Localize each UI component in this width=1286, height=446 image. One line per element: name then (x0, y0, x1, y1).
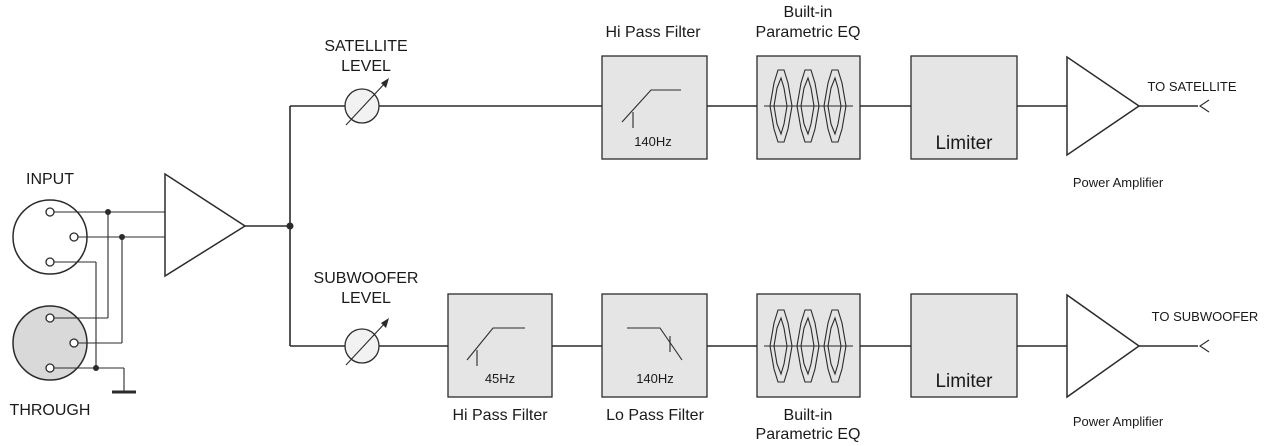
subwoofer-hpf-freq: 45Hz (485, 371, 515, 386)
satellite-level-knob-icon[interactable] (344, 78, 389, 126)
satellite-output-jack-icon (1199, 99, 1210, 113)
subwoofer-level-label-line1: SUBWOOFER (314, 270, 419, 287)
subwoofer-amp-label: Power Amplifier (1073, 414, 1164, 429)
hi-pass-curve-icon (466, 327, 525, 361)
satellite-amp-label: Power Amplifier (1073, 175, 1164, 190)
subwoofer-eq-block (756, 293, 861, 398)
satellite-level-label-line1: SATELLITE (324, 38, 407, 55)
parametric-eq-icon (764, 69, 853, 143)
subwoofer-output-jack-icon (1199, 339, 1210, 353)
satellite-eq-title-line2: Parametric EQ (756, 24, 861, 41)
subwoofer-lpf-block: 140Hz (601, 293, 708, 398)
subwoofer-limiter-block: Limiter (910, 293, 1018, 398)
through-label: THROUGH (10, 402, 91, 419)
satellite-hpf-block: 140Hz (601, 55, 708, 160)
subwoofer-eq-title-line2: Parametric EQ (756, 426, 861, 443)
satellite-limiter-label: Limiter (935, 133, 993, 154)
lo-pass-curve-icon (627, 327, 683, 361)
input-wiring (54, 209, 165, 394)
xlr-through-connector-icon (12, 305, 88, 381)
subwoofer-level-label-line2: LEVEL (341, 290, 391, 307)
xlr-input-connector-icon (12, 199, 88, 275)
parametric-eq-icon (764, 309, 853, 383)
subwoofer-lpf-title: Lo Pass Filter (606, 407, 704, 424)
subwoofer-power-amplifier-icon (1066, 293, 1141, 399)
satellite-level-label-line2: LEVEL (341, 58, 391, 75)
satellite-eq-title-line1: Built-in (784, 4, 833, 21)
hi-pass-curve-icon (621, 89, 681, 123)
satellite-eq-block (756, 55, 861, 160)
satellite-power-amplifier-icon (1066, 55, 1141, 157)
input-label: INPUT (26, 171, 74, 188)
subwoofer-output-label: TO SUBWOOFER (1152, 309, 1259, 324)
satellite-hpf-title: Hi Pass Filter (605, 24, 701, 41)
input-amplifier-icon (164, 172, 247, 278)
subwoofer-hpf-block: 45Hz (447, 293, 553, 398)
satellite-output-label: TO SATELLITE (1147, 79, 1236, 94)
subwoofer-limiter-label: Limiter (935, 371, 993, 392)
subwoofer-eq-title-line1: Built-in (784, 407, 833, 424)
split-junction (286, 222, 294, 230)
subwoofer-level-knob-icon[interactable] (344, 318, 389, 366)
satellite-hpf-freq: 140Hz (634, 134, 672, 149)
satellite-limiter-block: Limiter (910, 55, 1018, 160)
subwoofer-lpf-freq: 140Hz (636, 371, 674, 386)
subwoofer-hpf-title: Hi Pass Filter (452, 407, 548, 424)
